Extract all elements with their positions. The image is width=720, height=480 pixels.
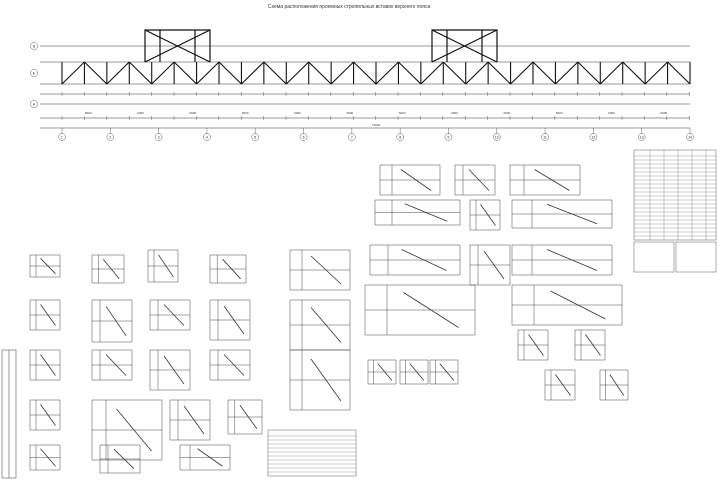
span-dimension: 6000 <box>608 111 615 115</box>
detail-drawing <box>227 399 263 435</box>
detail-drawing <box>517 329 549 361</box>
detail-drawing <box>469 199 501 231</box>
span-dimension: 6000 <box>242 111 249 115</box>
detail-drawing <box>469 244 511 286</box>
detail-drawing <box>209 349 251 381</box>
grid-axis-label: 3 <box>158 135 160 139</box>
plan-frame <box>40 45 690 129</box>
grid-row-label: Б <box>33 71 36 75</box>
detail-drawing <box>379 164 441 196</box>
detail-drawing <box>29 399 61 431</box>
detail-drawing <box>209 299 251 341</box>
grid-axis-label: 1 <box>61 135 63 139</box>
grid-axis-label: 11 <box>543 135 547 139</box>
span-dimension: 6000 <box>660 111 667 115</box>
grid-axis-label: 9 <box>448 135 450 139</box>
detail-drawing <box>179 444 231 471</box>
raised-section-right <box>431 29 498 63</box>
span-dimension: 6000 <box>294 111 301 115</box>
span-dimension: 6000 <box>503 111 510 115</box>
grid-axis-label: 5 <box>254 135 256 139</box>
detail-drawing <box>289 299 351 351</box>
detail-drawing <box>91 349 133 381</box>
span-dimension: 6000 <box>137 111 144 115</box>
detail-drawing <box>289 349 351 411</box>
grid-axis-label: 12 <box>591 135 595 139</box>
detail-drawing <box>374 199 461 226</box>
title-strip <box>1 349 17 479</box>
detail-drawing <box>367 359 397 385</box>
span-dimension: 6000 <box>451 111 458 115</box>
detail-drawing <box>99 444 141 474</box>
detail-drawing <box>91 254 125 284</box>
grid-axis-label: 13 <box>640 135 644 139</box>
dimension-line <box>61 92 690 120</box>
grid-axis-label: 2 <box>109 135 111 139</box>
grid-axis-label: 10 <box>495 135 499 139</box>
detail-drawing <box>149 299 191 331</box>
drawing-title: Схема расположения проемных стропильных … <box>268 4 431 10</box>
grid-axes <box>30 42 694 141</box>
connection-details <box>29 164 629 474</box>
detail-drawing <box>544 369 576 401</box>
span-dimension: 6000 <box>399 111 406 115</box>
raised-section-left <box>144 29 211 63</box>
grid-row-label: В <box>33 44 36 48</box>
detail-drawing <box>399 359 429 385</box>
detail-drawing <box>509 164 581 196</box>
truss-bracing <box>61 61 691 85</box>
detail-drawing <box>91 399 163 461</box>
detail-drawing <box>29 254 61 278</box>
detail-drawing <box>289 249 351 291</box>
detail-drawing <box>454 164 496 196</box>
grid-axis-label: 7 <box>351 135 353 139</box>
detail-drawing <box>169 399 211 441</box>
span-dimension: 6000 <box>189 111 196 115</box>
detail-drawing <box>364 284 476 336</box>
grid-axis-label: 4 <box>206 135 208 139</box>
detail-drawing <box>511 284 623 326</box>
grid-axis-label: 14 <box>688 135 692 139</box>
spec-tables <box>267 149 717 477</box>
span-dimension: 6000 <box>556 111 563 115</box>
detail-drawing <box>29 299 61 331</box>
span-dimension: 6000 <box>85 111 92 115</box>
detail-drawing <box>91 299 133 343</box>
detail-drawing <box>147 249 179 283</box>
total-dimension: 74000 <box>372 123 381 127</box>
span-dimension: 6000 <box>346 111 353 115</box>
detail-drawing <box>369 244 461 276</box>
grid-axis-label: 8 <box>399 135 401 139</box>
detail-drawing <box>29 349 61 381</box>
detail-drawing <box>29 444 61 471</box>
grid-row-label: А <box>33 102 36 106</box>
detail-drawing <box>599 369 629 401</box>
detail-drawing <box>511 244 613 276</box>
detail-drawing <box>574 329 606 361</box>
detail-drawing <box>511 199 613 229</box>
detail-drawing <box>209 254 247 284</box>
detail-drawing <box>429 359 459 385</box>
detail-drawing <box>149 349 191 391</box>
grid-axis-label: 6 <box>303 135 305 139</box>
